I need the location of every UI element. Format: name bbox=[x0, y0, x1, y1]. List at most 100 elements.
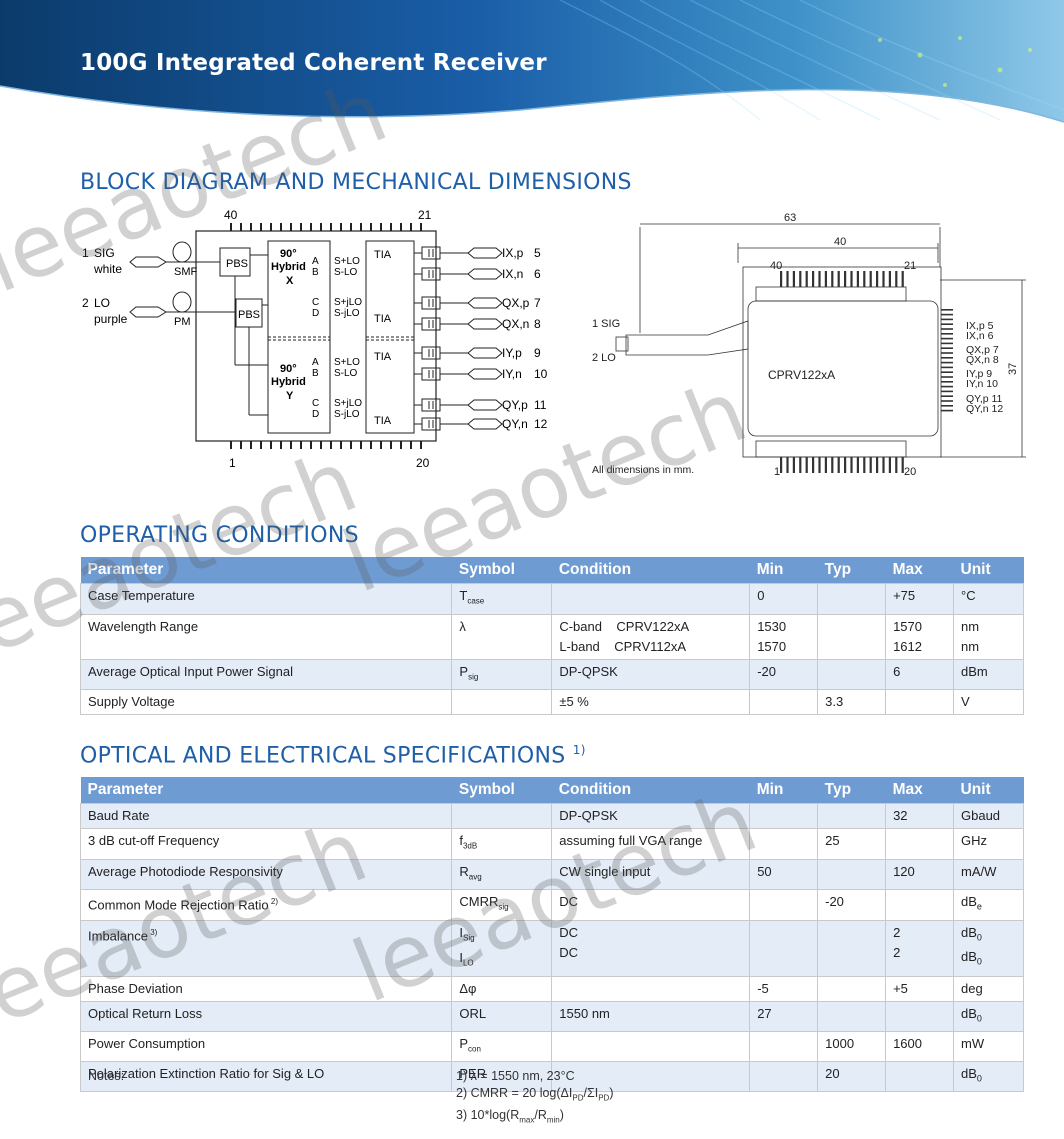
cell-parameter: Phase Deviation bbox=[79, 975, 453, 1002]
cell-max: 32 bbox=[885, 803, 954, 829]
cell-typ bbox=[817, 919, 887, 977]
pin bbox=[863, 271, 866, 287]
pin bbox=[360, 441, 362, 449]
pin bbox=[869, 271, 872, 287]
cell-parameter: Imbalance 3) bbox=[79, 919, 453, 977]
capacitor bbox=[421, 346, 441, 360]
cell-parameter: Common Mode Rejection Ratio 2) bbox=[79, 889, 453, 921]
mech-fiber-boot bbox=[625, 320, 749, 356]
bd-pin-20: 20 bbox=[416, 456, 430, 470]
bd-mix-3: S+jLO bbox=[334, 297, 362, 308]
mech-dim-40: 40 bbox=[834, 236, 846, 248]
cell-max: +5 bbox=[885, 975, 954, 1002]
cell-min bbox=[749, 889, 819, 921]
pin bbox=[941, 390, 953, 393]
bd-port-a2: A bbox=[312, 357, 319, 368]
bd-pin-40: 40 bbox=[224, 208, 238, 222]
table-header-row: Parameter Symbol Condition Min Typ Max U… bbox=[80, 557, 1024, 584]
cell-unit: dBm bbox=[953, 658, 1024, 691]
pin bbox=[330, 223, 332, 231]
pin bbox=[390, 441, 392, 449]
bd-sig-color: white bbox=[93, 262, 122, 276]
col-min: Min bbox=[749, 557, 818, 584]
mechanical-drawing: 63 40 37 40 21 1 20 1 SIG 2 LO CPRV122xA… bbox=[592, 212, 1026, 478]
cell-min: -5 bbox=[749, 975, 819, 1002]
cell-parameter: Supply Voltage bbox=[79, 689, 453, 716]
pin bbox=[300, 441, 302, 449]
output-connector bbox=[467, 368, 503, 380]
cell-parameter: 3 dB cut-off Frequency bbox=[79, 828, 453, 860]
bd-out-pin-7: 11 bbox=[534, 398, 547, 412]
col-condition: Condition bbox=[551, 557, 750, 584]
pin bbox=[869, 457, 872, 473]
bd-mix-4: S-jLO bbox=[334, 308, 360, 319]
pin bbox=[260, 223, 262, 231]
pin bbox=[831, 457, 834, 473]
mech-side-1: IX,p 5 bbox=[966, 320, 994, 332]
cell-unit: dB0 bbox=[953, 1061, 1024, 1092]
notes-list: 1) λ = 1550 nm, 23°C 2) CMRR = 20 log(ΔI… bbox=[456, 1068, 613, 1129]
pin bbox=[941, 376, 953, 378]
pin bbox=[240, 441, 242, 449]
cell-typ bbox=[817, 613, 887, 660]
cell-typ: 3.3 bbox=[817, 689, 887, 716]
pin bbox=[310, 441, 312, 449]
cell-typ: 25 bbox=[817, 828, 887, 860]
col-unit: Unit bbox=[953, 777, 1024, 804]
mech-package bbox=[742, 266, 942, 458]
block-diagram: 40 21 1 20 1 SIG white 2 LO purple PBS P… bbox=[82, 208, 548, 470]
cell-unit: Gbaud bbox=[953, 803, 1024, 829]
pin bbox=[888, 457, 891, 473]
optical-electrical-table: Parameter Symbol Condition Min Typ Max U… bbox=[79, 777, 1024, 1092]
table-header-row: Parameter Symbol Condition Min Typ Max U… bbox=[80, 777, 1024, 804]
bd-mix-8: S-jLO bbox=[334, 409, 360, 420]
smf-coil bbox=[172, 241, 192, 263]
bd-out-pin-2: 6 bbox=[534, 267, 541, 281]
bd-out-pin-4: 8 bbox=[534, 317, 541, 331]
mech-pin-40: 40 bbox=[770, 260, 782, 272]
pin bbox=[350, 223, 352, 231]
note-1: 1) λ = 1550 nm, 23°C bbox=[456, 1069, 575, 1083]
mech-pin-21: 21 bbox=[904, 260, 916, 272]
pin bbox=[360, 223, 362, 231]
cell-condition: DP-QPSK bbox=[551, 658, 751, 691]
mech-dim-63: 63 bbox=[784, 212, 796, 224]
pin bbox=[876, 271, 879, 287]
pin bbox=[786, 457, 789, 473]
pin bbox=[941, 313, 953, 316]
pin bbox=[941, 318, 953, 321]
cell-condition bbox=[551, 975, 751, 1002]
cell-typ bbox=[817, 858, 887, 891]
cell-min: -20 bbox=[749, 658, 819, 691]
bd-out-2: IX,n bbox=[502, 267, 523, 281]
col-max: Max bbox=[885, 777, 954, 804]
bd-port-c2: C bbox=[312, 398, 319, 409]
pin bbox=[837, 271, 840, 287]
cell-parameter: Polarization Extinction Ratio for Sig & … bbox=[79, 1061, 453, 1092]
cell-unit: V bbox=[953, 689, 1024, 716]
cell-unit: °C bbox=[953, 583, 1024, 615]
bd-out-pin-3: 7 bbox=[534, 296, 541, 310]
bd-out-8: QY,n bbox=[502, 417, 528, 431]
header-banner: 100G Integrated Coherent Receiver bbox=[0, 0, 1064, 125]
col-symbol: Symbol bbox=[451, 777, 552, 804]
col-min: Min bbox=[749, 777, 818, 804]
pin bbox=[805, 457, 808, 473]
pin bbox=[420, 223, 422, 231]
pin bbox=[370, 441, 372, 449]
mech-lo: 2 LO bbox=[592, 352, 616, 364]
pin bbox=[856, 457, 859, 473]
pin bbox=[230, 223, 232, 231]
bd-tia-2: TIA bbox=[374, 313, 392, 325]
pin bbox=[941, 337, 953, 340]
bd-mix-7: S+jLO bbox=[334, 398, 362, 409]
pin bbox=[941, 405, 953, 407]
pin bbox=[863, 457, 866, 473]
bd-mix-1: S+LO bbox=[334, 256, 360, 267]
